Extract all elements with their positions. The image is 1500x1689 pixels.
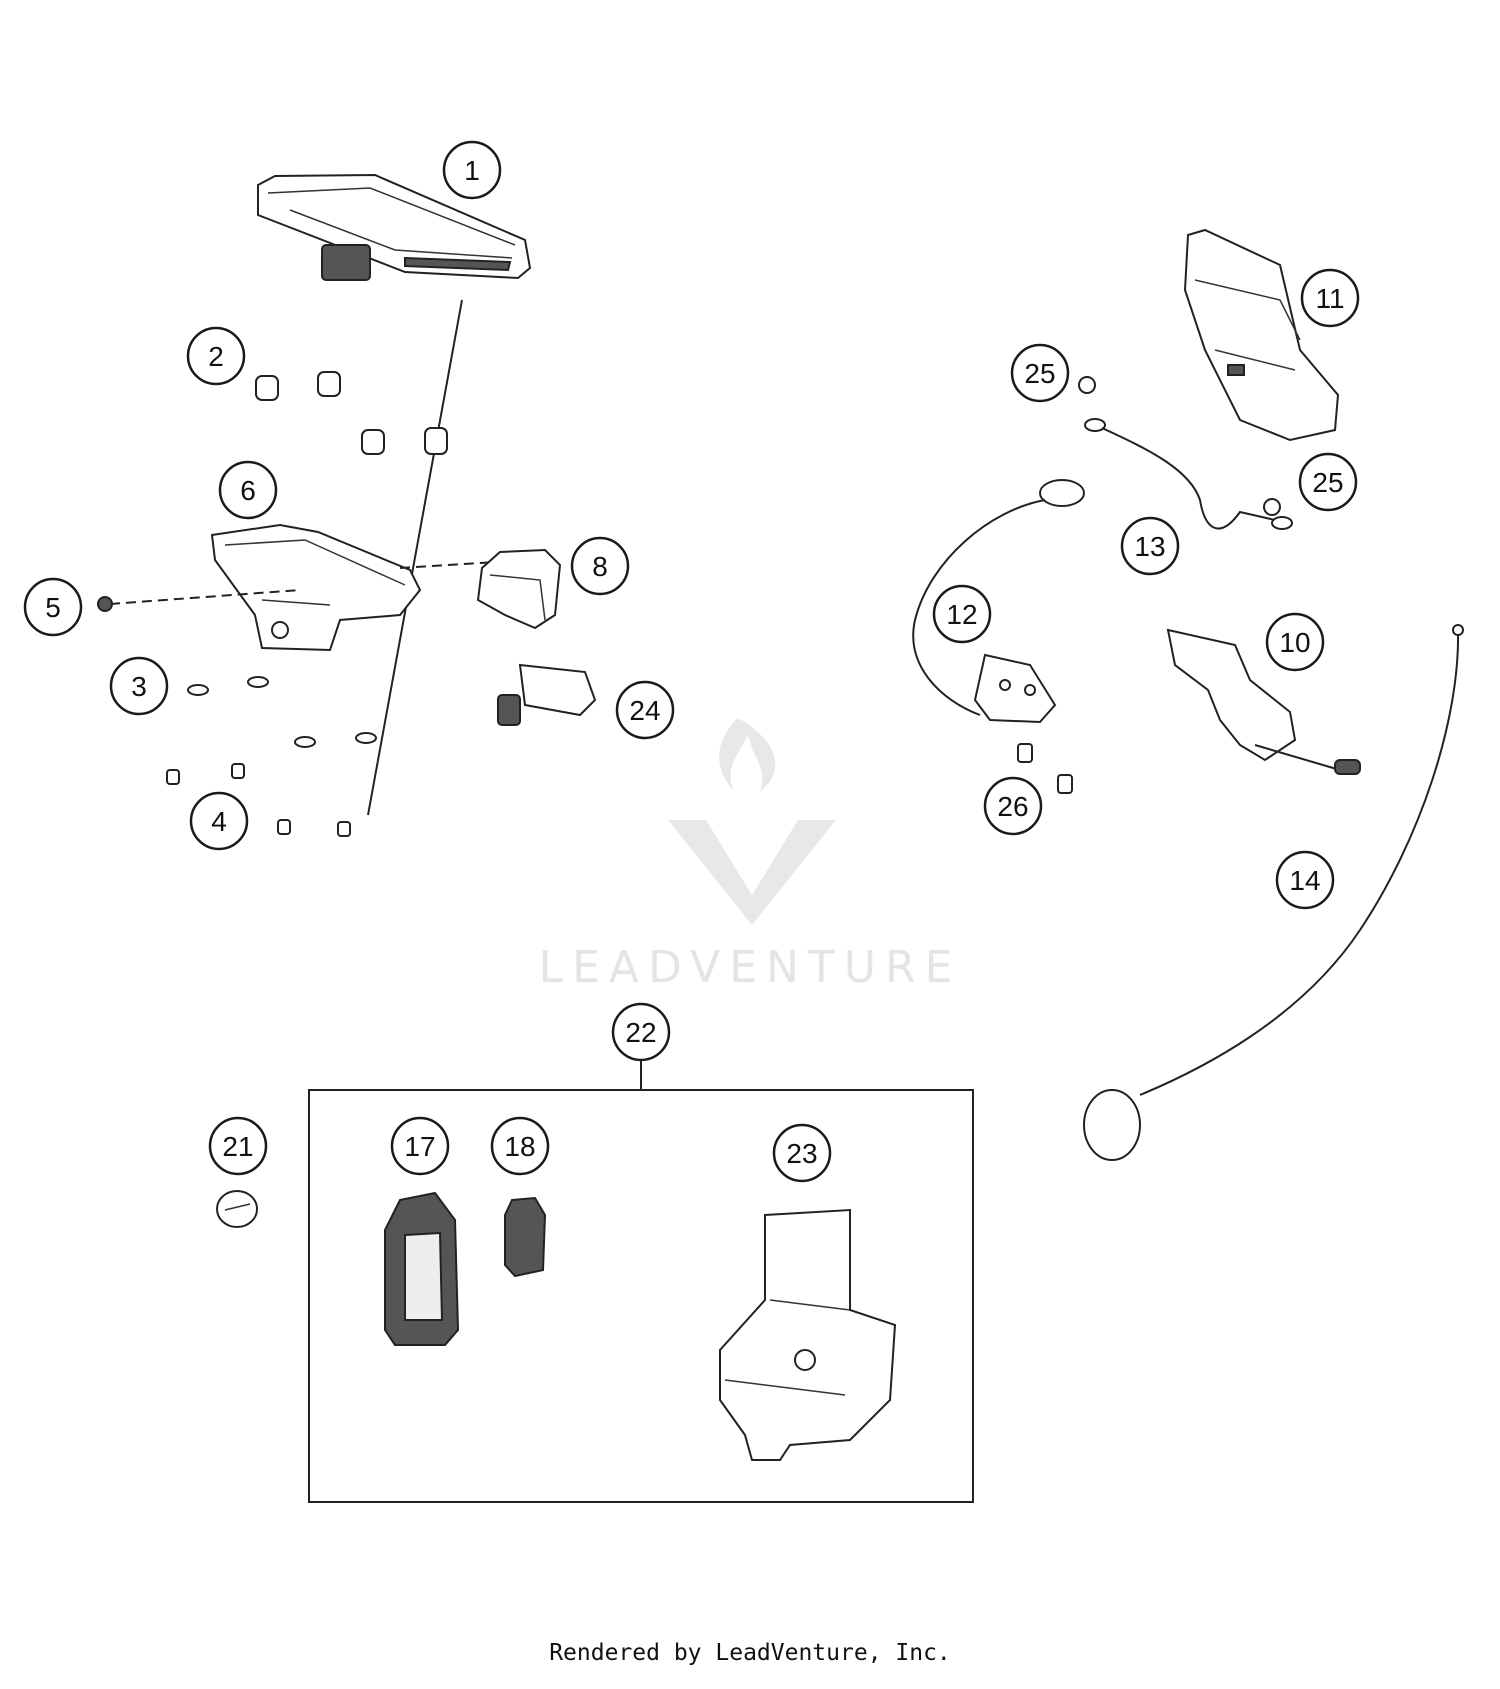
callout-label: 23 [786, 1138, 817, 1169]
mounting-bracket [109, 523, 496, 652]
callout-17: 17 [390, 1116, 450, 1176]
callout-8: 8 [570, 536, 630, 596]
clamp [476, 548, 562, 630]
callout-label: 1 [464, 155, 480, 186]
callout-label: 12 [946, 599, 977, 630]
screws [166, 763, 351, 837]
bolt [97, 596, 113, 612]
grommets [255, 371, 448, 455]
callout-3: 3 [109, 656, 169, 716]
ground-cable [1084, 418, 1293, 530]
callout-label: 21 [222, 1131, 253, 1162]
callout-24: 24 [615, 680, 675, 740]
callout-label: 14 [1289, 865, 1320, 896]
callout-label: 25 [1024, 358, 1055, 389]
callout-label: 17 [404, 1131, 435, 1162]
callout-2: 2 [186, 326, 246, 386]
watermark-text: LEADVENTURE [539, 942, 962, 993]
release-cable [912, 479, 1085, 724]
small-screws [1017, 743, 1073, 794]
callout-label: 5 [45, 592, 61, 623]
nuts [1078, 376, 1281, 516]
callout-label: 6 [240, 475, 256, 506]
seat-cable [1083, 624, 1464, 1161]
callout-label: 22 [625, 1017, 656, 1048]
power-socket [497, 663, 597, 726]
callout-label: 8 [592, 551, 608, 582]
callout-14: 14 [1275, 850, 1335, 910]
callout-label: 13 [1134, 531, 1165, 562]
watermark-logo [668, 718, 836, 925]
callout-26: 26 [983, 776, 1043, 836]
callout-5: 5 [23, 577, 83, 637]
callout-21: 21 [208, 1116, 268, 1176]
callout-label: 24 [629, 695, 660, 726]
callout-label: 2 [208, 341, 224, 372]
footer-credit: Rendered by LeadVenture, Inc. [549, 1640, 951, 1666]
washers [187, 676, 377, 748]
callout-22: 22 [611, 1002, 671, 1062]
cap [216, 1190, 258, 1228]
callout-6: 6 [218, 460, 278, 520]
ignition-lock [719, 1208, 897, 1461]
callout-label: 3 [131, 671, 147, 702]
key-fob [384, 1191, 460, 1346]
callout-label: 10 [1279, 627, 1310, 658]
callout-label: 11 [1315, 283, 1344, 314]
callout-18: 18 [490, 1116, 550, 1176]
spare-key-fob [504, 1196, 547, 1278]
callout-25a: 25 [1010, 343, 1070, 403]
kit-box [308, 1060, 974, 1503]
callout-label: 18 [504, 1131, 535, 1162]
callout-11: 11 [1300, 268, 1360, 328]
lock-actuator [1166, 628, 1361, 775]
callout-10: 10 [1265, 612, 1325, 672]
callout-12: 12 [932, 584, 992, 644]
callout-23: 23 [772, 1123, 832, 1183]
control-unit [1183, 228, 1340, 442]
callout-13: 13 [1120, 516, 1180, 576]
callout-label: 26 [997, 791, 1028, 822]
callout-label: 25 [1312, 467, 1343, 498]
callout-25b: 25 [1298, 452, 1358, 512]
callout-label: 4 [211, 806, 227, 837]
callout-1: 1 [442, 140, 502, 200]
dashboard-display [257, 173, 532, 816]
callout-4: 4 [189, 791, 249, 851]
